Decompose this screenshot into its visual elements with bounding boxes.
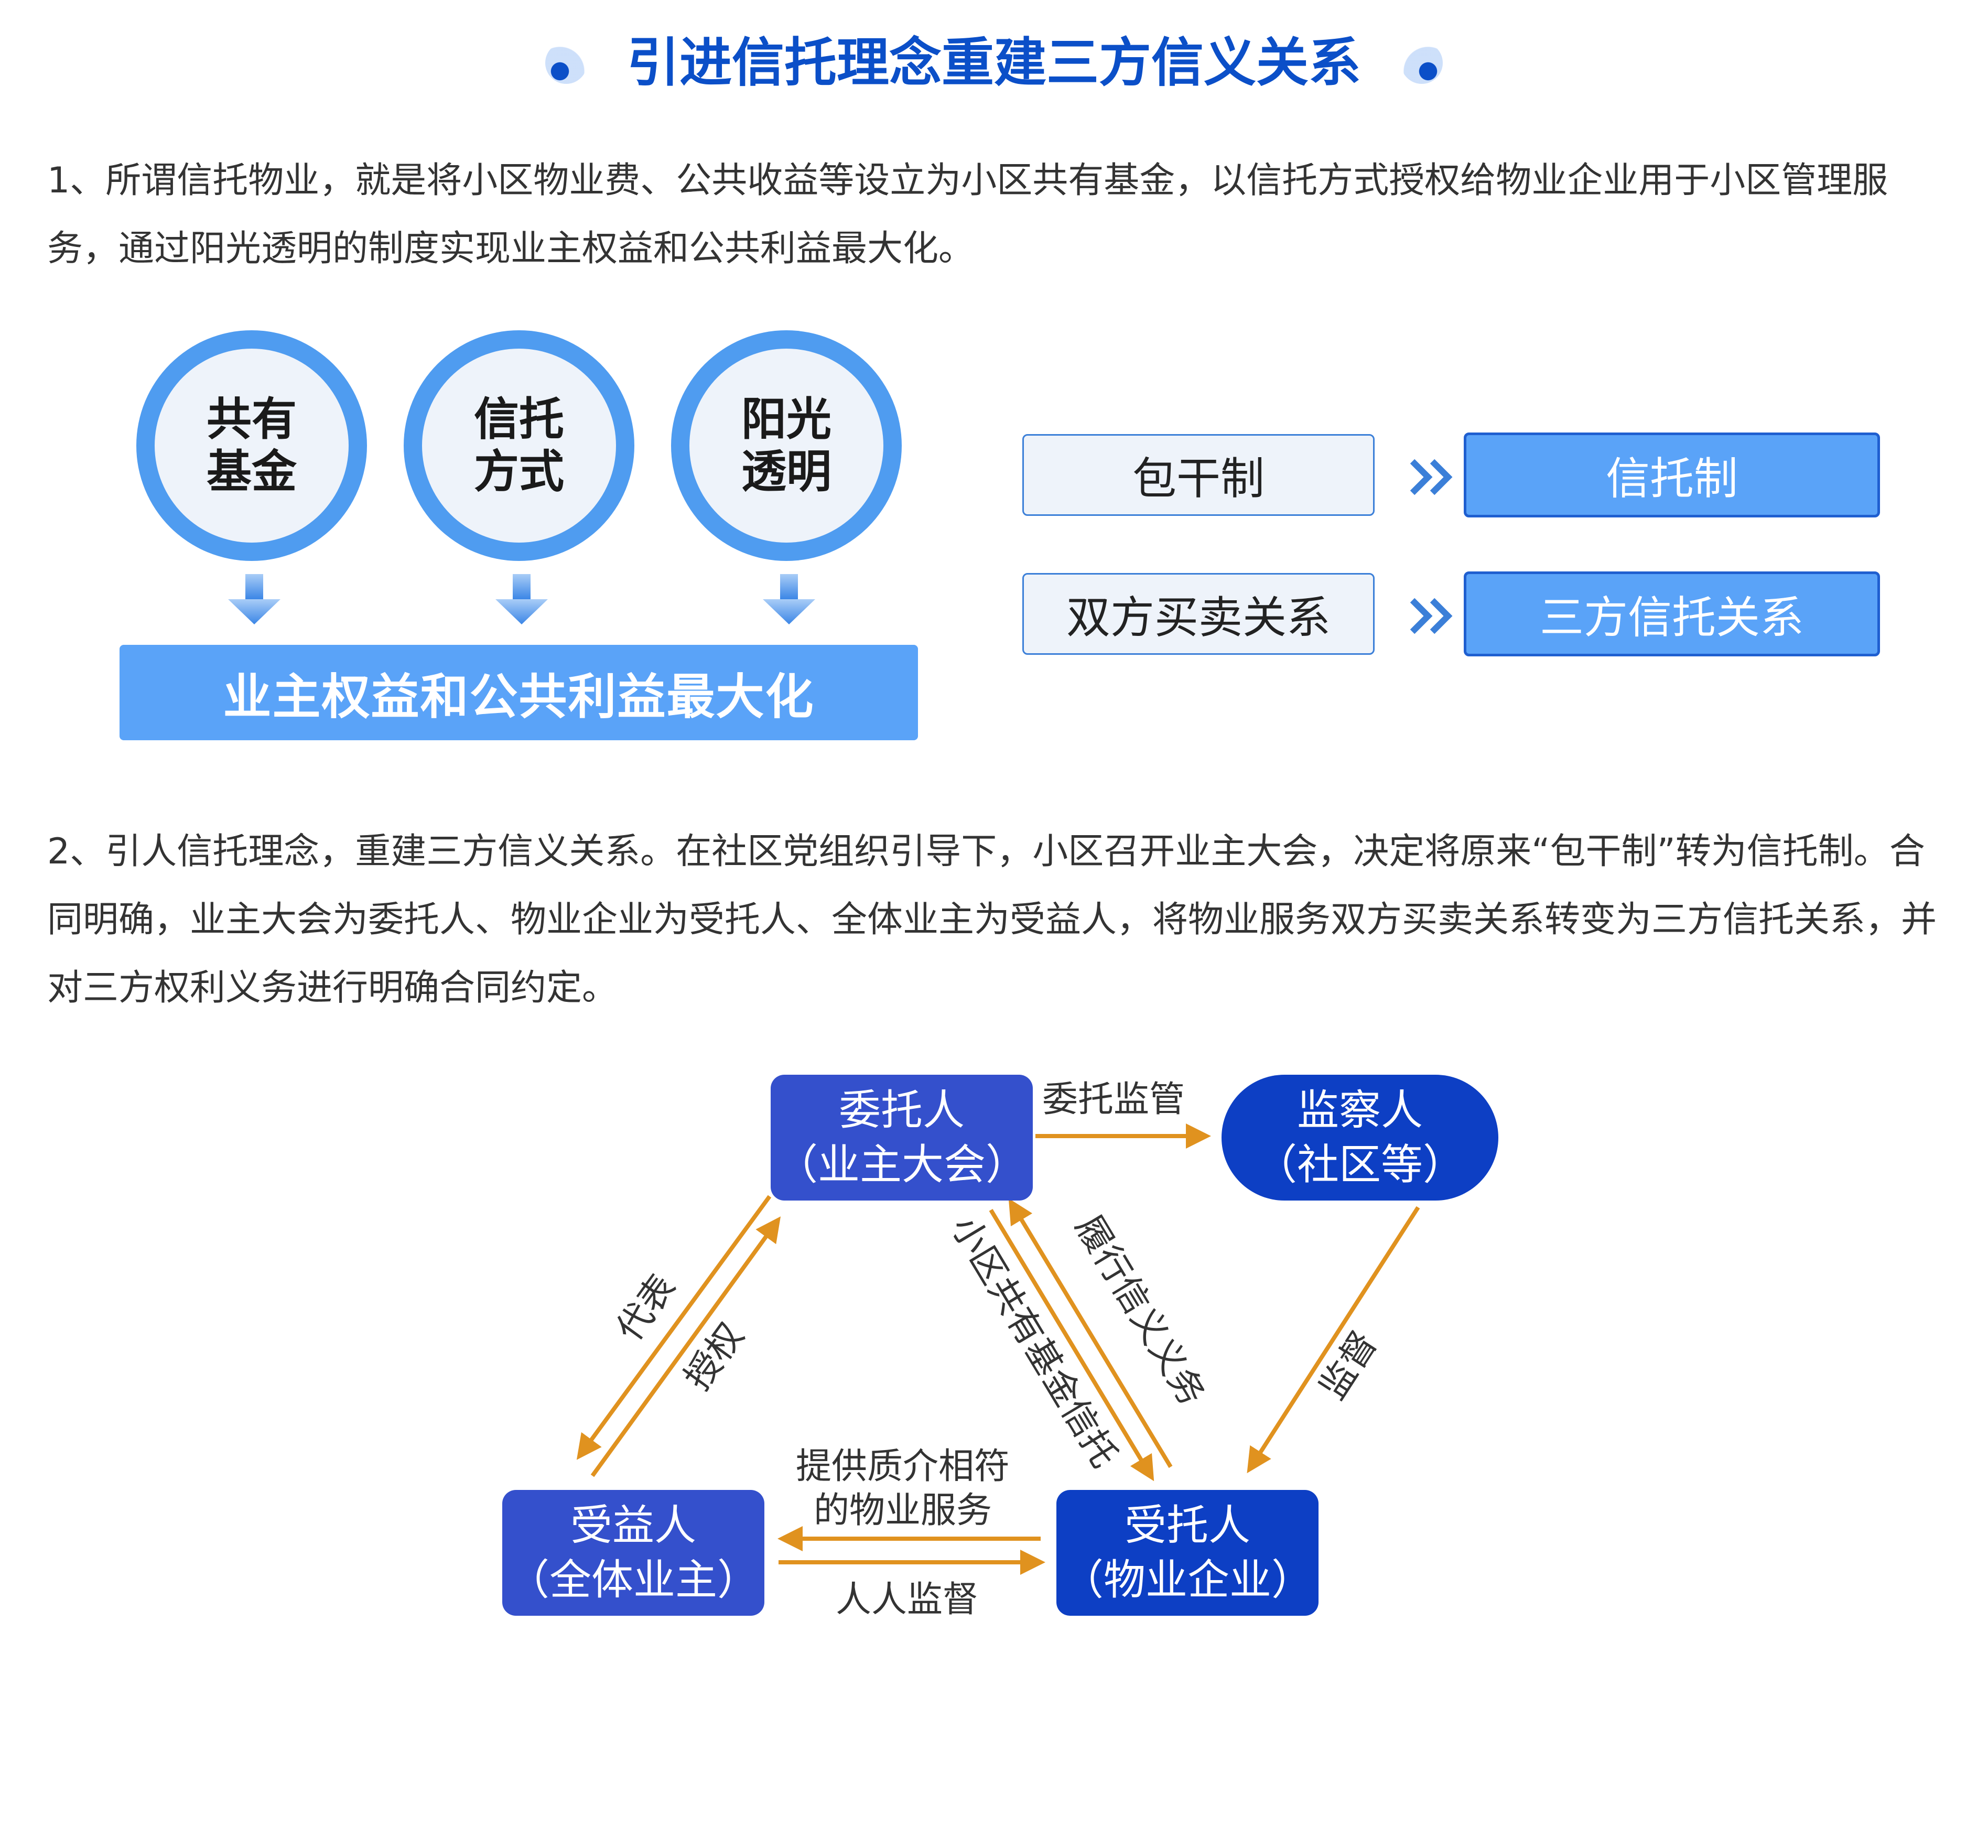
label-service-line2: 的物业服务 [813, 1490, 992, 1531]
node-title: 委托人 [839, 1086, 965, 1134]
down-arrow-icon [763, 574, 815, 624]
arrow-represent [576, 1195, 772, 1460]
node-title: 受托人 [1125, 1501, 1250, 1550]
down-arrow-icon [495, 574, 548, 624]
node-subtitle: （业主大会） [776, 1140, 1028, 1189]
paragraph-1: 1、所谓信托物业，就是将小区物业费、公共收益等设立为小区共有基金，以信托方式授权… [47, 160, 1888, 269]
box-trust-system: 信托制 [1464, 433, 1880, 517]
circle-label-line1: 阳光 [741, 393, 831, 446]
label-service-line1: 提供质介相符 [795, 1446, 1010, 1487]
node-supervisor: 监察人 （社区等） [1222, 1075, 1498, 1201]
node-title: 监察人 [1297, 1086, 1423, 1134]
circle-label-line1: 共有 [207, 393, 297, 446]
arrow-fiduciary-duty [1008, 1198, 1173, 1468]
title-right-decoration [1401, 42, 1443, 84]
arrow-supervise [1247, 1206, 1420, 1474]
arrow-fund-trust [989, 1208, 1154, 1482]
node-trustee: 受托人 （物业企业） [1056, 1490, 1319, 1616]
node-subtitle: （全体业主） [507, 1555, 759, 1604]
result-bar: 业主权益和公共利益最大化 [120, 645, 918, 740]
circle-shared-fund: 共有 基金 [136, 330, 367, 561]
title-left-decoration [545, 42, 587, 84]
circle-label-line2: 基金 [207, 446, 297, 498]
circle-label-line1: 信托 [474, 393, 564, 446]
down-arrow-icon [228, 574, 280, 624]
double-chevron-right-icon [1410, 459, 1453, 495]
circle-transparency: 阳光 透明 [671, 330, 902, 561]
arrow-authorize [590, 1216, 781, 1477]
node-beneficiary: 受益人 （全体业主） [502, 1490, 764, 1616]
box-bilateral-relation: 双方买卖关系 [1022, 573, 1375, 655]
circle-label-line2: 透明 [741, 446, 831, 498]
circle-label-line2: 方式 [474, 446, 564, 498]
box-lump-sum-system: 包干制 [1022, 434, 1375, 516]
box-tripartite-trust: 三方信托关系 [1464, 571, 1880, 656]
node-trustor: 委托人 （业主大会） [771, 1075, 1033, 1201]
circle-trust-method: 信托 方式 [404, 330, 634, 561]
double-chevron-right-icon [1410, 598, 1453, 634]
label-trust-supervision: 委托监管 [1042, 1079, 1185, 1120]
node-subtitle: （社区等） [1255, 1140, 1465, 1189]
node-title: 受益人 [570, 1501, 696, 1550]
page-title: 引进信托理念重建三方信义关系 [627, 32, 1361, 93]
label-everyone-supervise: 人人监督 [835, 1579, 978, 1620]
node-subtitle: （物业企业） [1062, 1555, 1313, 1604]
paragraph-2: 2、引人信托理念，重建三方信义关系。在社区党组织引导下，小区召开业主大会，决定将… [47, 831, 1937, 1009]
